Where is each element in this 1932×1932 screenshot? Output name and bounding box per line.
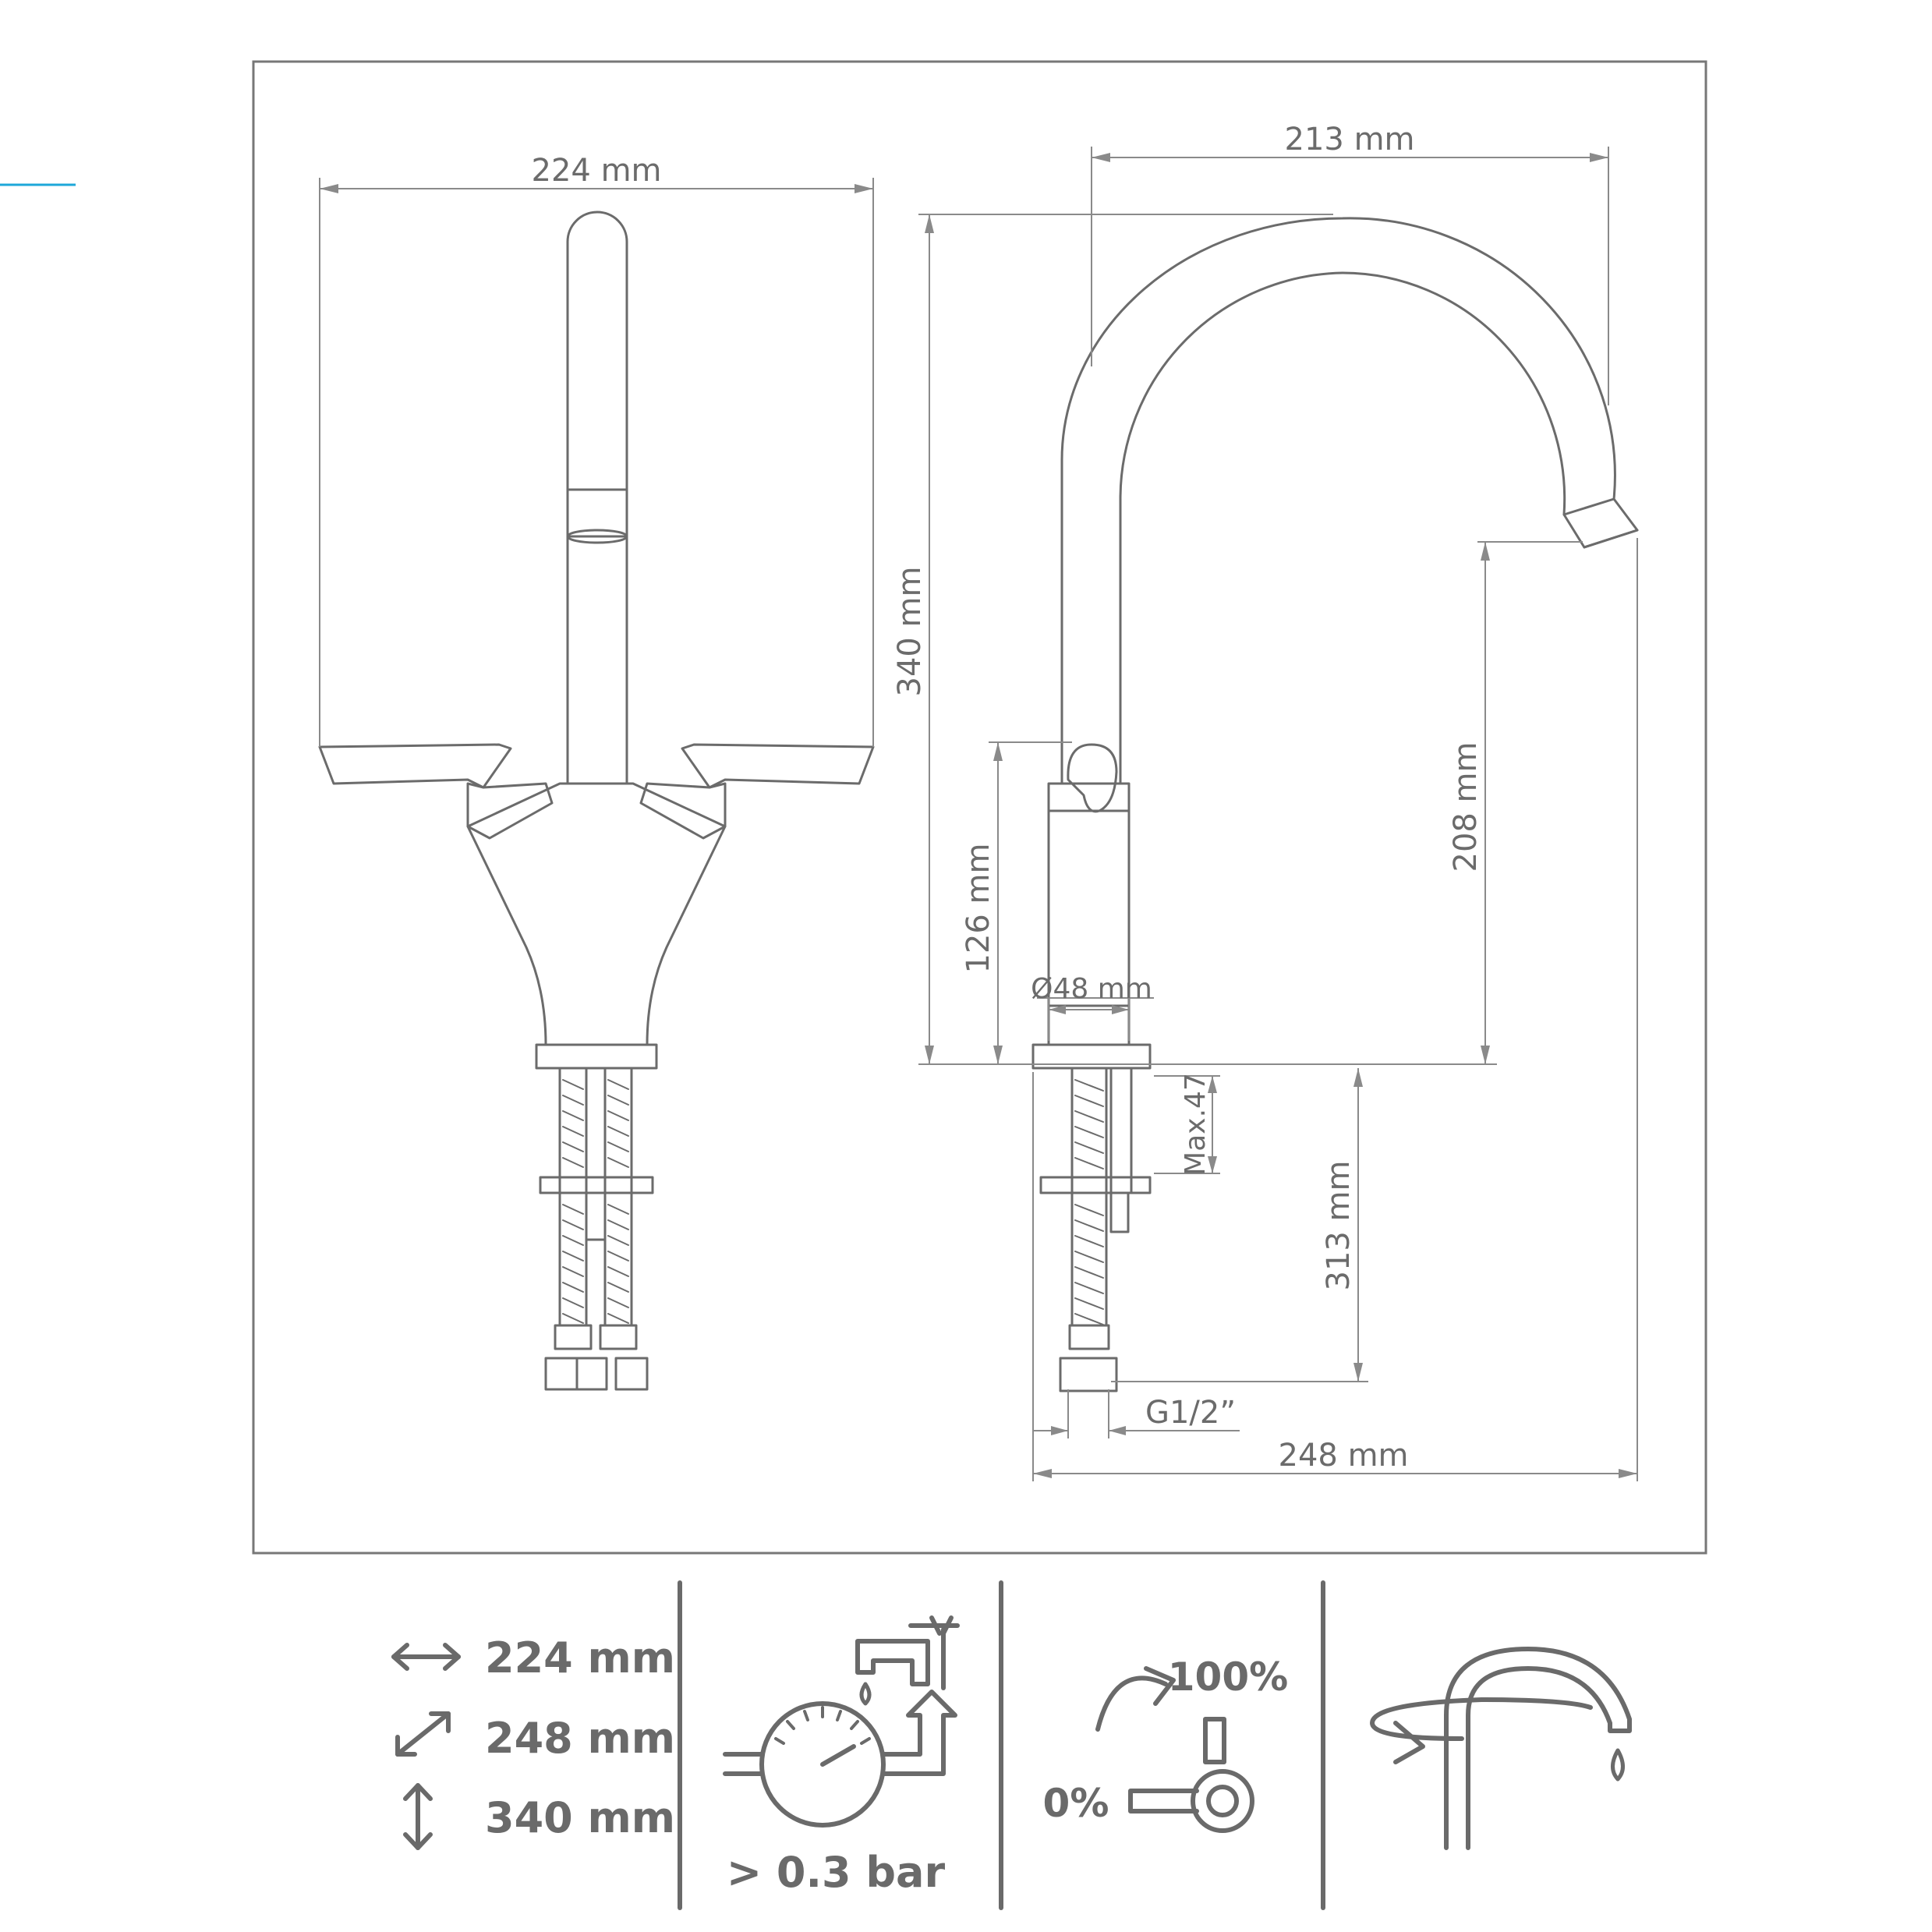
max-thickness-label: Max.47 (1180, 1073, 1212, 1176)
base-diameter-label: Ø48 mm (1031, 973, 1152, 1005)
hose-braid-front (562, 1079, 629, 1324)
spec-flow-max: 100% (1168, 1654, 1288, 1700)
spec-pressure: > 0.3 bar (727, 1848, 946, 1897)
spec-height: 340 mm (485, 1793, 675, 1842)
spout-height-label: 208 mm (1448, 742, 1484, 872)
front-view-faucet (318, 211, 875, 1391)
connection-label: G1/2” (1145, 1395, 1236, 1431)
height-arrow-icon (403, 1783, 433, 1850)
spec-width: 224 mm (485, 1633, 675, 1683)
hose-braid-side (1074, 1079, 1104, 1325)
total-height-label: 340 mm (892, 567, 928, 697)
dimension-arrowheads (320, 153, 1637, 1478)
swivel-spout-icon (1370, 1647, 1632, 1850)
width-arrow-icon (391, 1643, 461, 1671)
side-view-faucet (1031, 217, 1639, 1392)
front-width-label: 224 mm (532, 153, 662, 189)
pressure-gauge-icon (723, 1615, 960, 1828)
dimension-lines (319, 147, 1638, 1481)
projection-label: 248 mm (1279, 1438, 1409, 1474)
hose-length-label: 313 mm (1321, 1161, 1357, 1291)
top-reach-label: 213 mm (1285, 122, 1415, 157)
lever-range-icon (1095, 1666, 1254, 1833)
spec-depth: 248 mm (485, 1714, 675, 1763)
depth-arrow-icon (395, 1711, 451, 1757)
drawing-frame (252, 60, 1707, 1555)
spec-flow-min: 0% (1043, 1781, 1109, 1826)
body-height-label: 126 mm (961, 844, 996, 974)
